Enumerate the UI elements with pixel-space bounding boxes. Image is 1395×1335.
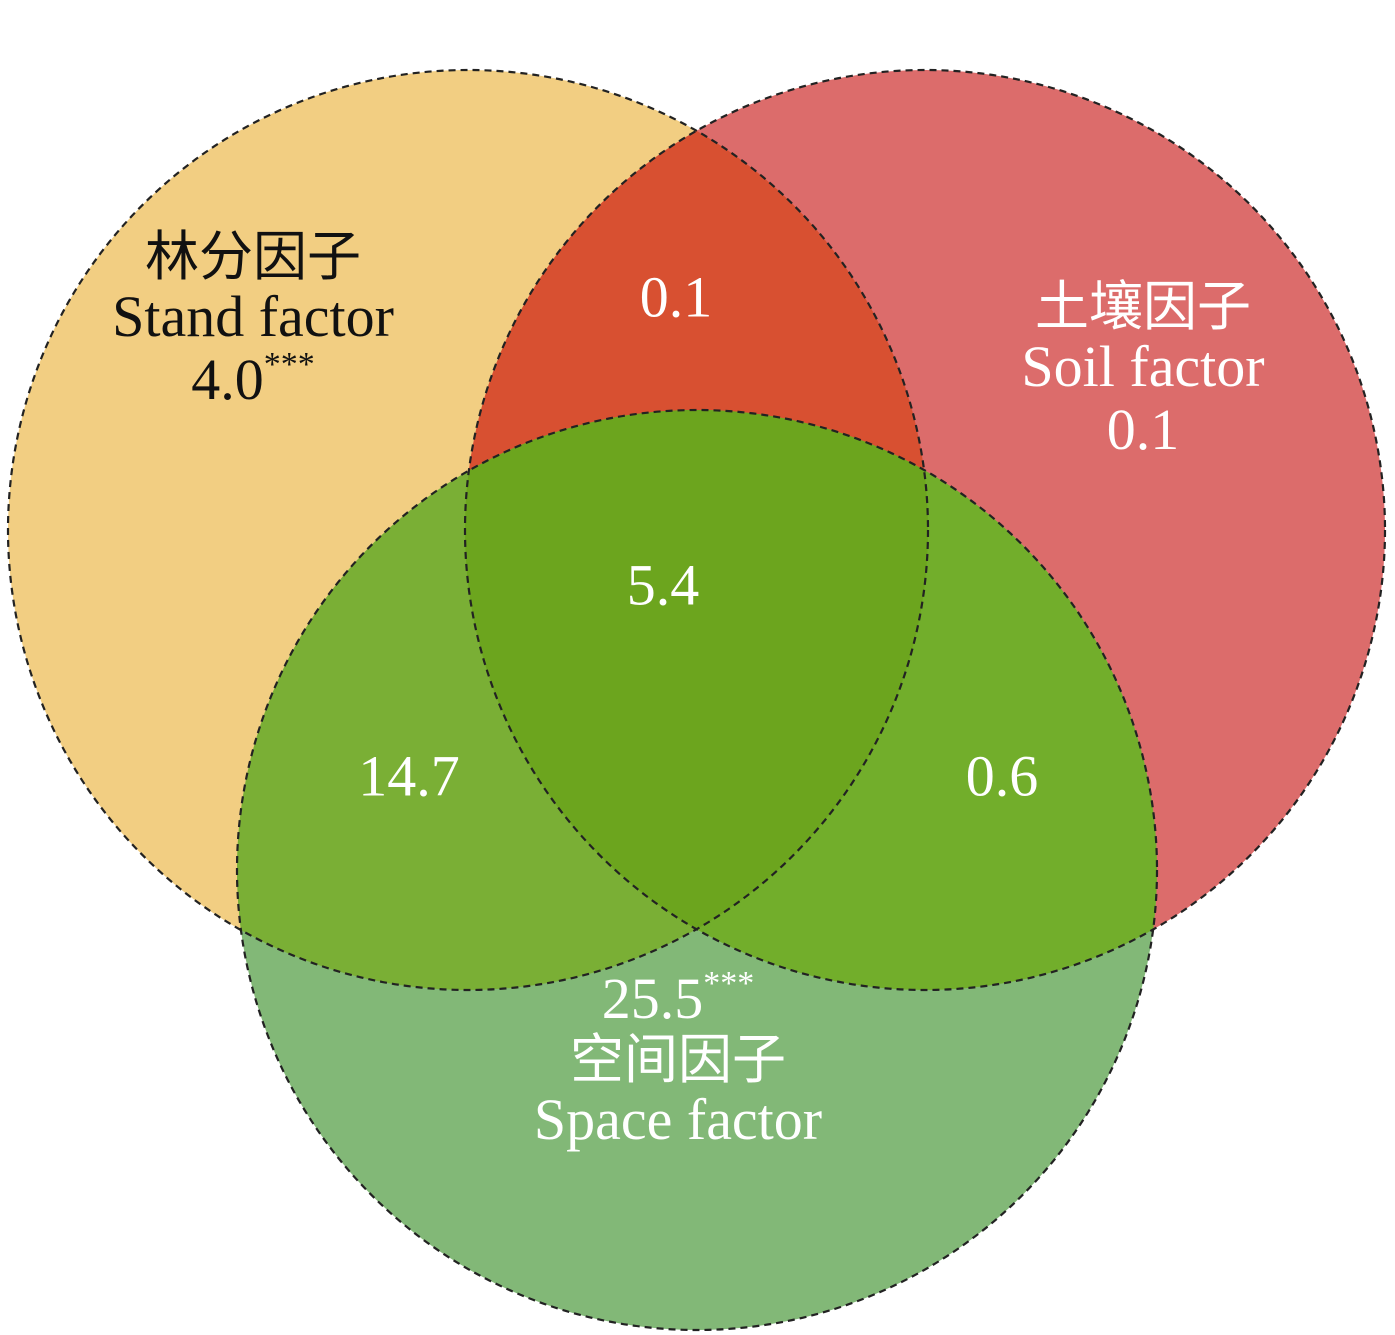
stand-factor-value: 4.0*** bbox=[191, 346, 315, 413]
soil-circle-outline bbox=[463, 68, 1387, 992]
all-three-value: 5.4 bbox=[626, 552, 700, 618]
space-factor-label: 25.5*** 空间因子 Space factor bbox=[533, 965, 823, 1153]
significance-marker: *** bbox=[263, 346, 315, 384]
space-factor-name-en: Space factor bbox=[533, 1087, 823, 1153]
space-factor-value: 25.5*** bbox=[601, 965, 755, 1032]
stand-space-value: 14.7 bbox=[358, 743, 460, 809]
space-circle-outline bbox=[235, 408, 1159, 1332]
soil-space-value: 0.6 bbox=[965, 743, 1039, 809]
soil-factor-name-zh: 土壤因子 bbox=[1035, 275, 1251, 339]
significance-marker: *** bbox=[703, 965, 755, 1003]
stand-factor-name-en: Stand factor bbox=[112, 284, 394, 350]
space-factor-name-zh: 空间因子 bbox=[570, 1027, 786, 1091]
stand-factor-name-zh: 林分因子 bbox=[145, 225, 361, 289]
stand-factor-label: 林分因子 Stand factor 4.0*** bbox=[112, 225, 394, 413]
stand-circle-outline bbox=[6, 68, 930, 992]
stand-soil-value: 0.1 bbox=[639, 264, 713, 330]
soil-factor-name-en: Soil factor bbox=[1021, 334, 1265, 400]
soil-factor-label: 土壤因子 Soil factor 0.1 bbox=[1021, 275, 1265, 463]
soil-factor-value: 0.1 bbox=[1106, 397, 1180, 463]
